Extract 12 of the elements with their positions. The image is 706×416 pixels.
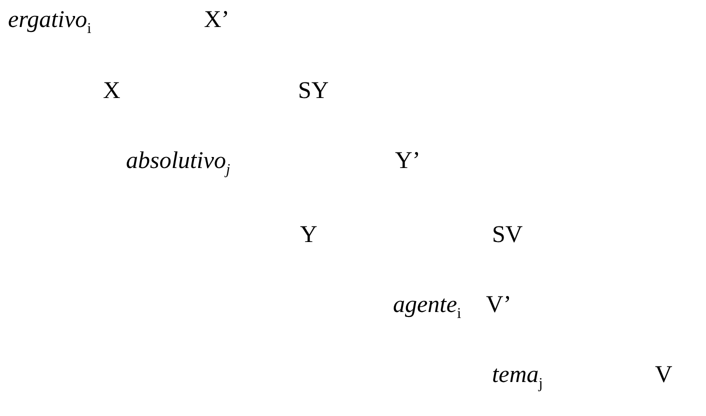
tree-label: SV bbox=[492, 221, 523, 249]
tree-label: agente$_{i}$ bbox=[393, 291, 462, 324]
tree-label: ergativo$_{i}$ bbox=[8, 6, 92, 39]
tree-label: V’ bbox=[486, 291, 512, 319]
tree-label: X’ bbox=[204, 6, 230, 34]
tree-label: absolutivo$_{j}$ bbox=[126, 147, 230, 180]
tree-label: Y bbox=[300, 221, 318, 249]
tree-label: tema$_{j}$ bbox=[492, 361, 543, 394]
tree-label: V bbox=[655, 361, 672, 389]
tree-label: SY bbox=[298, 77, 329, 105]
tree-label: X bbox=[103, 77, 120, 105]
tree-label: Y’ bbox=[395, 147, 420, 175]
